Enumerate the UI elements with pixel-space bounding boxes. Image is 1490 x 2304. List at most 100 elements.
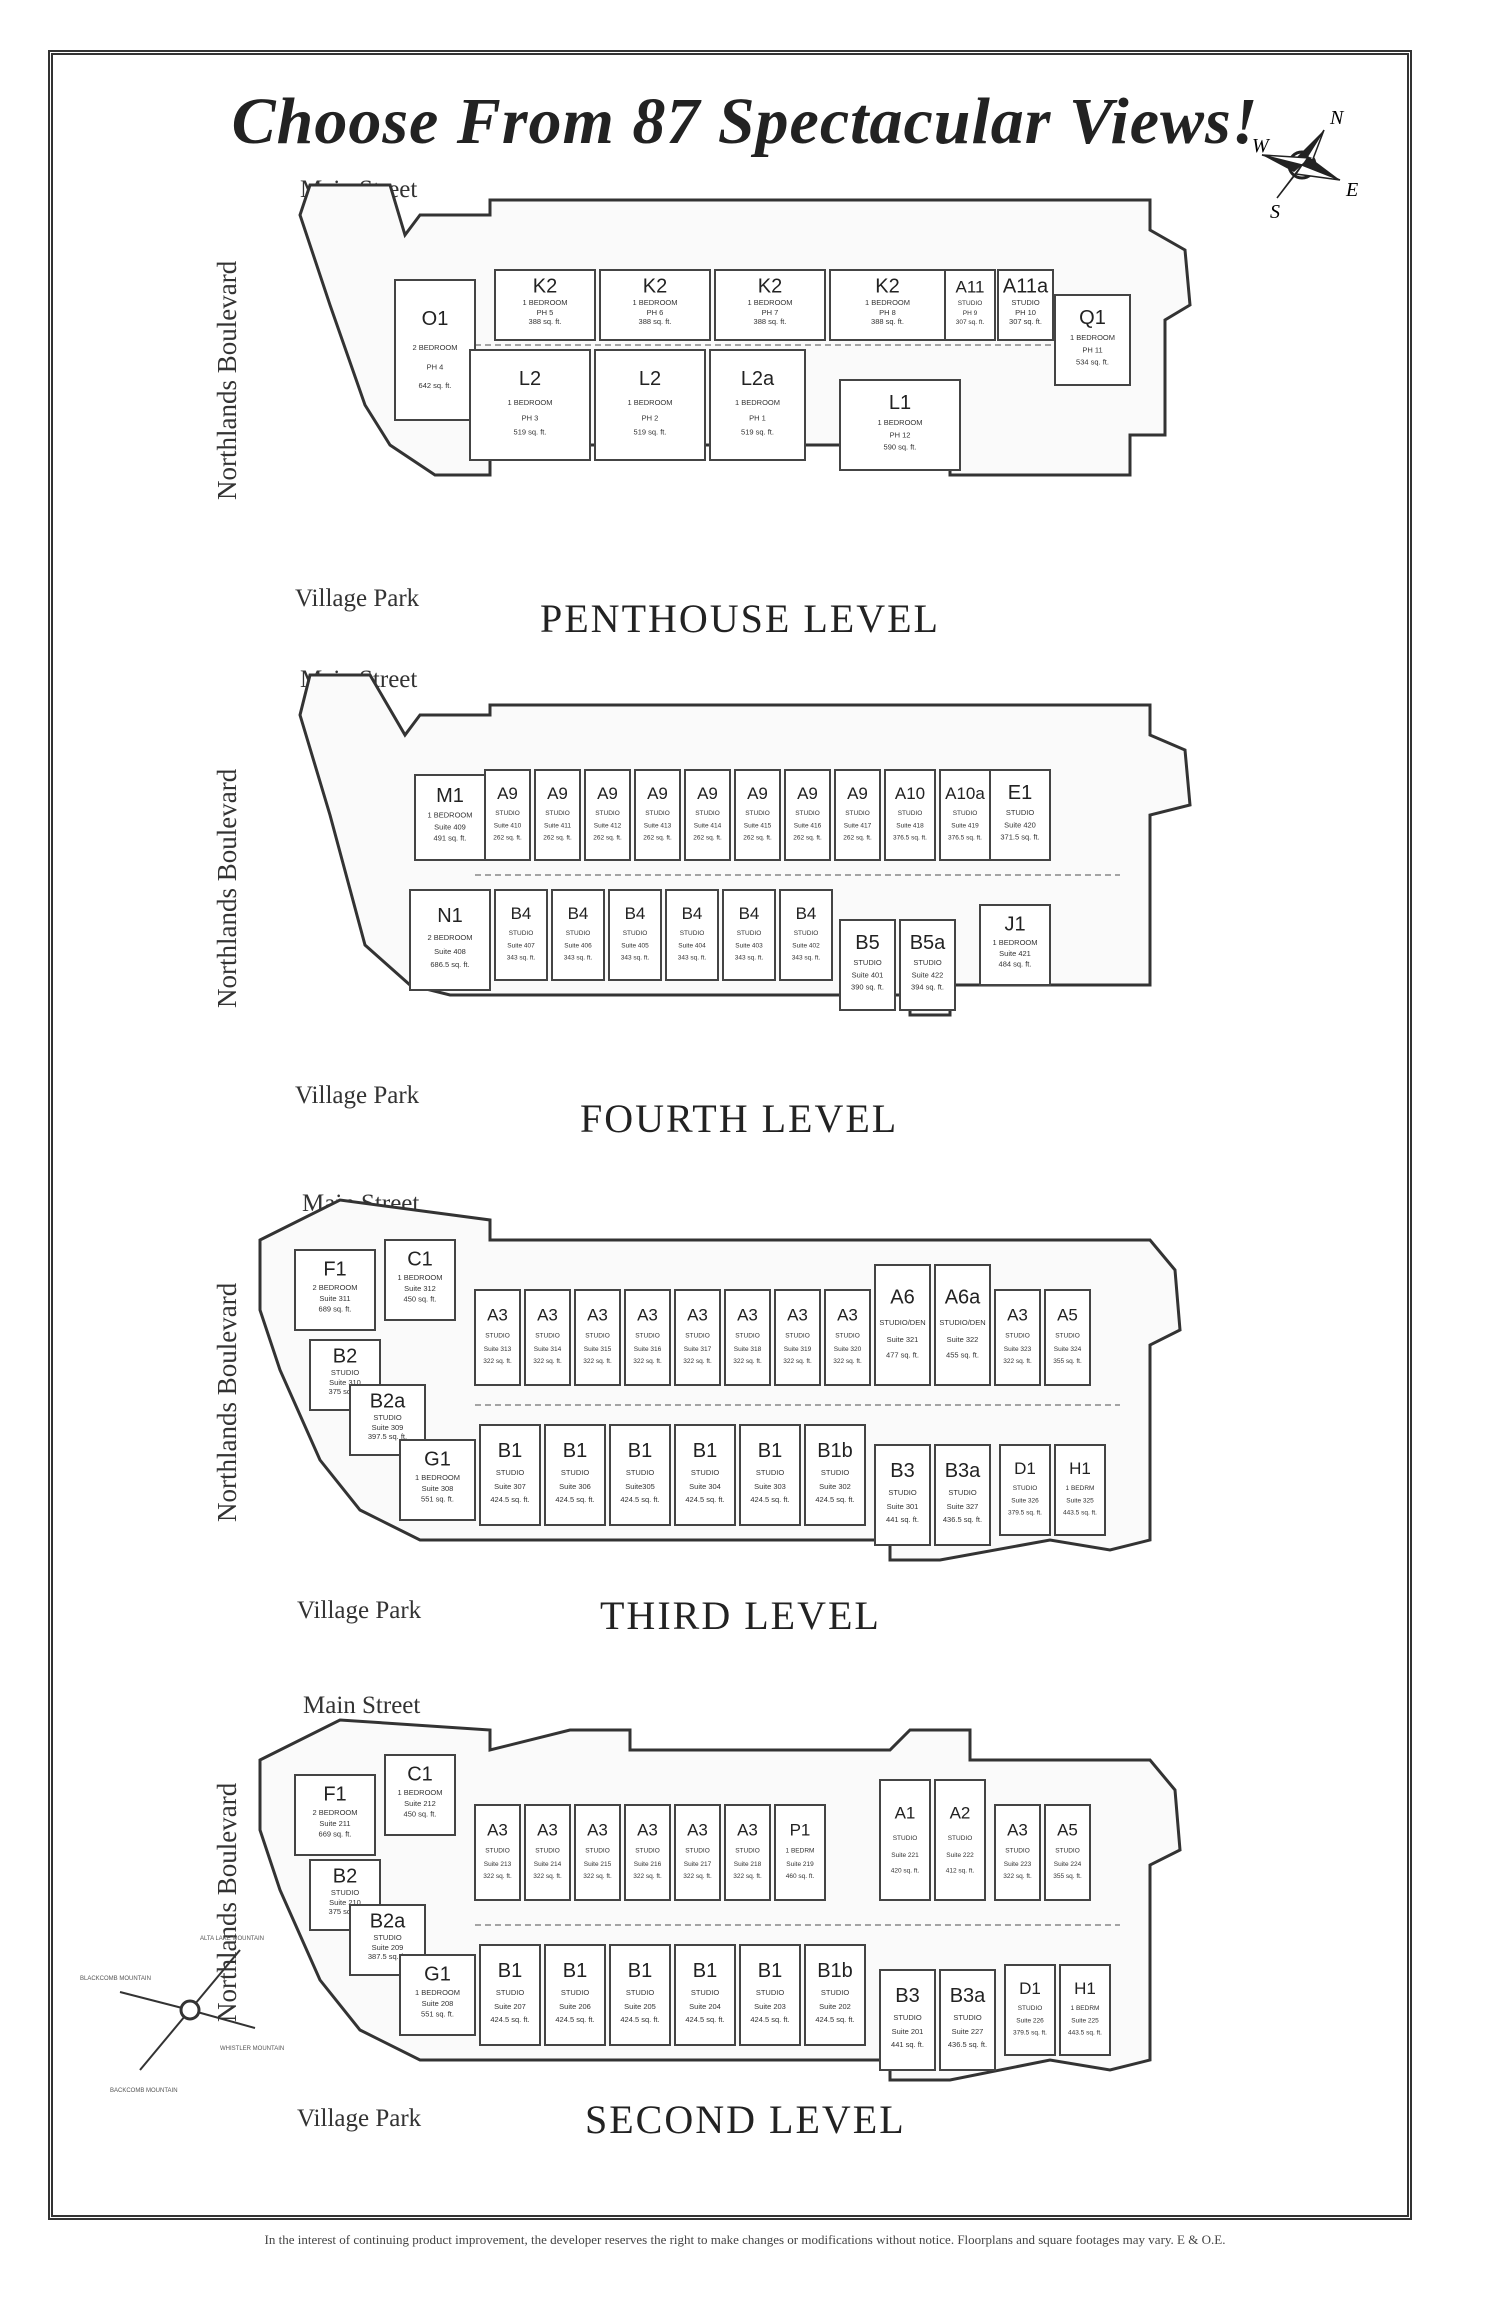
unit-code: A3 [737, 1305, 758, 1324]
unit-type: STUDIO [1005, 1848, 1030, 1855]
page-frame [48, 50, 1412, 2220]
unit-size: 424.5 sq. ft. [490, 1495, 529, 1504]
unit-type: 1 BEDROOM [522, 298, 567, 307]
unit-size: 376.5 sq. ft. [893, 834, 927, 841]
unit-size: 376.5 sq. ft. [948, 834, 982, 841]
unit-size: 379.5 sq. ft. [1013, 2029, 1047, 2036]
unit-suite: Suite 415 [744, 823, 772, 830]
unit-code: B1 [693, 1440, 717, 1462]
unit-type: 1 BEDRM [786, 1848, 815, 1855]
unit-size: 443.5 sq. ft. [1063, 1509, 1097, 1516]
unit-size: 491 sq. ft. [434, 833, 467, 842]
unit-suite: Suite 404 [678, 943, 706, 950]
unit-type: 1 BEDROOM [427, 811, 472, 820]
unit-outline [524, 1804, 571, 1901]
unit-outline [804, 1424, 866, 1526]
unit-suite: PH 7 [762, 308, 779, 317]
unit-size: 420 sq. ft. [891, 1867, 920, 1874]
unit-code: B2 [333, 1865, 357, 1887]
unit-outline [665, 889, 719, 981]
unit-size: 375 sq. ft. [329, 1907, 362, 1916]
unit-suite: Suite 418 [896, 823, 924, 830]
unit-type: 1 BEDROOM [877, 418, 922, 427]
unit-size: 424.5 sq. ft. [685, 1495, 724, 1504]
unit-type: 1 BEDROOM [735, 398, 780, 407]
unit-size: 436.5 sq. ft. [943, 1515, 982, 1524]
unit-outline [979, 904, 1051, 986]
unit-code: P1 [790, 1820, 811, 1839]
unit-code: A3 [1007, 1305, 1028, 1324]
unit-type: STUDIO [735, 1848, 760, 1855]
unit-size: 343 sq. ft. [564, 954, 593, 961]
unit-size: 388 sq. ft. [639, 317, 672, 326]
unit-code: A3 [837, 1305, 858, 1324]
unit-code: J1 [1004, 914, 1025, 936]
mini-compass-icon: ALTA LAKE MOUNTAIN BLACKCOMB MOUNTAIN WH… [80, 1936, 284, 2094]
unit-suite: Suite 301 [887, 1502, 919, 1511]
unit-code: F1 [323, 1259, 346, 1281]
unit-suite: Suite 219 [786, 1861, 814, 1868]
unit-code: B3a [950, 1985, 986, 2007]
unit-code: B1 [628, 1440, 652, 1462]
unit-size: 322 sq. ft. [733, 1358, 762, 1365]
unit-suite: Suite 316 [634, 1346, 662, 1353]
unit-outline [584, 769, 631, 861]
unit-type: STUDIO [535, 1848, 560, 1855]
unit-code: A3 [637, 1305, 658, 1324]
unit-outline [999, 1444, 1051, 1536]
unit-code: B4 [682, 904, 703, 923]
unit-size: 322 sq. ft. [1003, 1873, 1032, 1880]
unit-code: M1 [436, 785, 464, 807]
unit-code: E1 [1008, 782, 1032, 804]
unit-suite: Suite 202 [819, 2002, 851, 2011]
unit-size: 424.5 sq. ft. [620, 1495, 659, 1504]
unit-outline [599, 269, 711, 341]
unit-suite: Suite 208 [422, 1999, 454, 2008]
unit-outline [309, 1339, 381, 1411]
unit-code: B1b [817, 1960, 853, 1982]
unit-size: 519 sq. ft. [634, 428, 667, 437]
unit-outline [994, 1804, 1041, 1901]
unit-size: 394 sq. ft. [911, 982, 944, 991]
unit-outline [399, 1439, 476, 1521]
unit-suite: Suite 319 [784, 1346, 812, 1353]
second-street-top-label: Main Street [303, 1692, 421, 1719]
unit-outline [534, 769, 581, 861]
unit-type: STUDIO [853, 958, 882, 967]
unit-size: 460 sq. ft. [786, 1873, 815, 1880]
unit-code: O1 [422, 308, 449, 330]
unit-suite: Suite 308 [422, 1484, 454, 1493]
unit-type: STUDIO [893, 1835, 918, 1842]
unit-suite: Suite305 [625, 1482, 655, 1491]
unit-size: 262 sq. ft. [743, 834, 772, 841]
unit-code: K2 [875, 275, 899, 297]
unit-suite: Suite 306 [559, 1482, 591, 1491]
unit-code: A9 [747, 784, 768, 803]
unit-outline [779, 889, 833, 981]
unit-code: N1 [437, 905, 463, 927]
unit-outline [294, 1249, 376, 1331]
unit-suite: PH 1 [749, 413, 766, 422]
unit-size: 262 sq. ft. [543, 834, 572, 841]
unit-type: 2 BEDROOM [312, 1808, 357, 1817]
unit-type: 1 BEDROOM [865, 298, 910, 307]
unit-size: 388 sq. ft. [529, 317, 562, 326]
unit-type: STUDIO [635, 1333, 660, 1340]
